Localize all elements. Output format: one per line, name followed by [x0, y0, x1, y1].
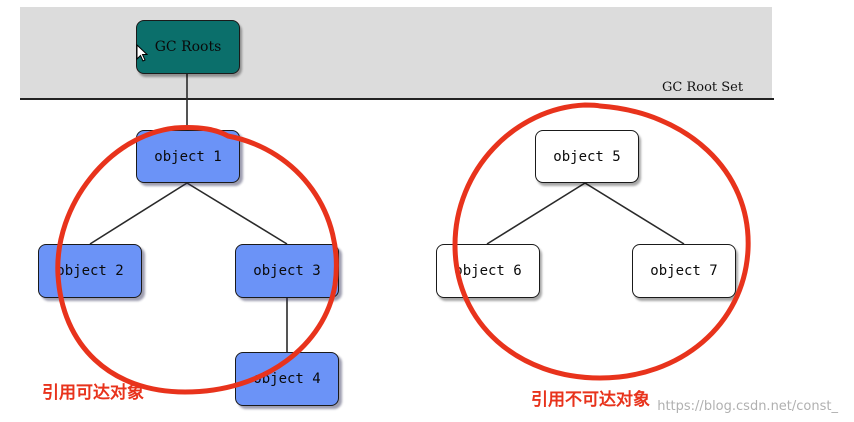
- reachable-highlight-circle: [55, 125, 339, 395]
- gc-root-set-label: GC Root Set: [662, 80, 744, 95]
- edge-object5-object6: [486, 182, 586, 245]
- object-2-label: object 2: [56, 263, 124, 279]
- gc-root-set-divider: [20, 98, 774, 100]
- object-2-node: object 2: [38, 244, 142, 298]
- object-5-node: object 5: [535, 130, 639, 183]
- gc-roots-label: GC Roots: [154, 39, 222, 55]
- object-7-node: object 7: [632, 244, 736, 298]
- object-3-label: object 3: [253, 263, 321, 279]
- edge-object5-object7: [584, 182, 685, 245]
- object-4-label: object 4: [253, 371, 321, 387]
- gc-roots-node: GC Roots: [136, 20, 240, 74]
- source-watermark: https://blog.csdn.net/const_: [657, 399, 838, 414]
- edge-object1-object3: [186, 182, 288, 245]
- edge-object1-object2: [89, 182, 188, 245]
- object-6-label: object 6: [454, 263, 522, 279]
- object-1-node: object 1: [136, 130, 240, 183]
- mouse-cursor-icon: [136, 44, 148, 62]
- unreachable-highlight-circle: [452, 102, 751, 381]
- unreachable-objects-caption: 引用不可达对象: [531, 390, 650, 410]
- object-1-label: object 1: [154, 148, 222, 165]
- object-7-label: object 7: [650, 263, 718, 279]
- reachable-objects-caption: 引用可达对象: [42, 383, 144, 403]
- object-3-node: object 3: [235, 244, 339, 298]
- object-5-label: object 5: [553, 148, 621, 165]
